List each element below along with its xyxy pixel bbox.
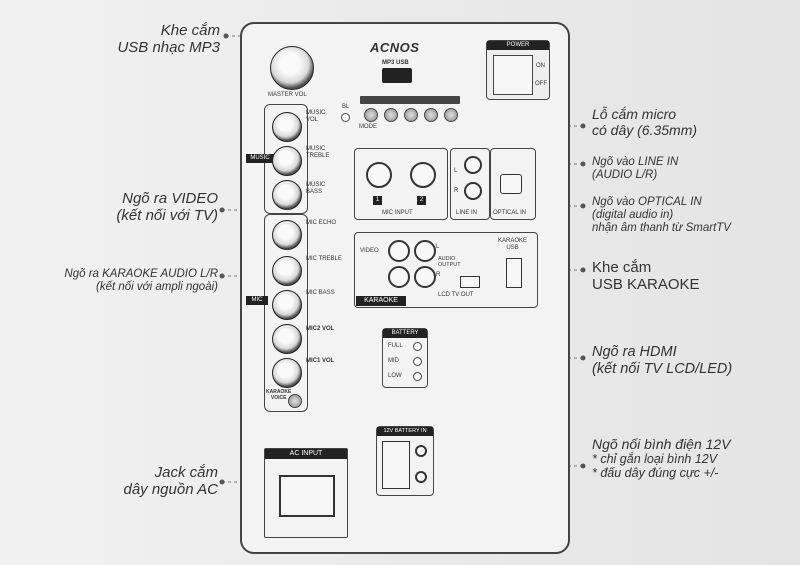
optical-in-box [490, 148, 536, 220]
master-vol-label: MASTER VOL [268, 92, 307, 98]
mic1-vol-label: MIC1 VOL [306, 358, 335, 364]
power-switch-box: POWER ON OFF [486, 40, 550, 100]
battery-low-label: LOW [388, 373, 402, 379]
battery-mid-led [413, 357, 422, 366]
mic-1-jack[interactable] [366, 162, 392, 188]
annotation-line-in: Ngõ vào LINE IN (AUDIO L/R) [592, 156, 679, 182]
music-treble-label: MUSIC TREBLE [306, 146, 330, 159]
annotation-karaoke-usb: Khe cắm USB KARAOKE [592, 259, 700, 294]
bl-led [341, 113, 350, 122]
annotation-hdmi-out: Ngõ ra HDMI (kết nối TV LCD/LED) [592, 344, 733, 377]
mic-2-label: 2 [417, 196, 426, 205]
line-in-r-label: R [454, 188, 459, 194]
ac-input-socket[interactable] [279, 475, 335, 517]
annotation-video-out: Ngõ ra VIDEO (kết nối với TV) [116, 190, 218, 225]
mic2-vol-knob[interactable] [272, 324, 302, 354]
audio-out-l-jack[interactable] [414, 240, 436, 262]
battery-low-led [413, 372, 422, 381]
line-in-l-label: L [454, 168, 458, 174]
mic-treble-label: MIC TREBLE [306, 256, 342, 262]
music-vol-label: MUSIC VOL [306, 110, 326, 123]
mp3-usb-slot[interactable] [382, 68, 412, 83]
music-bass-label: MUSIC BASS [306, 182, 326, 195]
line-in-r-jack[interactable] [464, 182, 482, 200]
mic-input-box [354, 148, 448, 220]
battery-12v-box: 12V BATTERY IN [376, 426, 434, 496]
line-in-box [450, 148, 490, 220]
mic-bass-knob[interactable] [272, 290, 302, 320]
power-off-label: OFF [535, 81, 547, 87]
video-out-jack[interactable] [388, 240, 410, 262]
mp3-usb-label: MP3 USB [382, 60, 409, 66]
audio-out-r-jack[interactable] [414, 266, 436, 288]
line-in-label: LINE IN [456, 210, 478, 216]
ac-input-label: AC INPUT [265, 449, 347, 459]
mic-input-label: MIC INPUT [382, 210, 413, 216]
mic-echo-label: MIC ECHO [306, 220, 336, 226]
power-switch[interactable] [493, 55, 533, 95]
mic-bass-label: MIC BASS [306, 290, 335, 296]
lcd-tv-out-label: LCD TV OUT [438, 292, 474, 298]
mic-2-jack[interactable] [410, 162, 436, 188]
annotation-usb-mp3: Khe cắm USB nhạc MP3 [117, 22, 220, 57]
mic1-vol-knob[interactable] [272, 358, 302, 388]
power-on-label: ON [536, 63, 545, 69]
audio-out-r-label: R [436, 272, 441, 278]
karaoke-voice-label: KARAOKE VOICE [266, 389, 292, 401]
hdmi-port[interactable] [460, 276, 480, 288]
music-vol-knob[interactable] [272, 112, 302, 142]
mode-icons-strip [360, 96, 460, 104]
mode-button[interactable] [364, 108, 378, 122]
ac-input-box: AC INPUT [264, 448, 348, 538]
master-vol-knob[interactable] [270, 46, 314, 90]
repeat-button[interactable] [444, 108, 458, 122]
play-pause-button[interactable] [404, 108, 418, 122]
line-in-l-jack[interactable] [464, 156, 482, 174]
video-label: VIDEO [360, 248, 379, 254]
mic-group-label: MIC [246, 296, 268, 305]
mic-echo-knob[interactable] [272, 220, 302, 250]
karaoke-label: KARAOKE [356, 296, 406, 306]
control-panel: MASTER VOL ACNOS MP3 USB POWER ON OFF BL… [240, 22, 570, 554]
audio-out-unused-jack[interactable] [388, 266, 410, 288]
mode-label: MODE [359, 124, 377, 130]
battery-minus-terminal[interactable] [415, 471, 427, 483]
music-treble-knob[interactable] [272, 146, 302, 176]
optical-in-port[interactable] [500, 174, 522, 194]
karaoke-output-box [354, 232, 538, 308]
battery-full-label: FULL [388, 343, 403, 349]
mic2-vol-label: MIC2 VOL [306, 326, 335, 332]
battery-mid-label: MID [388, 358, 399, 364]
battery-full-led [413, 342, 422, 351]
battery-12v-label: 12V BATTERY IN [377, 427, 433, 436]
annotation-battery-12v: Ngõ nối bình điện 12V * chỉ gắn loại bìn… [592, 436, 731, 481]
karaoke-usb-label: KARAOKE USB [498, 238, 528, 251]
audio-output-label: AUDIO OUTPUT [438, 256, 461, 269]
optical-in-label: OPTICAL IN [493, 210, 527, 216]
karaoke-voice-button[interactable] [288, 394, 302, 408]
bl-label: BL [342, 104, 350, 110]
mic-1-label: 1 [373, 196, 382, 205]
annotation-optical-in: Ngõ vào OPTICAL IN (digital audio in) nh… [592, 196, 731, 235]
battery-12v-terminal[interactable] [382, 441, 410, 489]
battery-indicator-box: BATTERY FULL MID LOW [382, 328, 428, 388]
audio-out-l-label: L [436, 244, 440, 250]
annotation-ac-jack: Jack cắm dây nguồn AC [123, 464, 218, 499]
music-bass-knob[interactable] [272, 180, 302, 210]
annotation-mic-in: Lỗ cắm micro có dây (6.35mm) [592, 106, 698, 139]
karaoke-usb-slot[interactable] [506, 258, 522, 288]
battery-label: BATTERY [383, 329, 427, 338]
prev-button[interactable] [384, 108, 398, 122]
mic-treble-knob[interactable] [272, 256, 302, 286]
brand-logo: ACNOS [370, 40, 420, 55]
next-button[interactable] [424, 108, 438, 122]
annotation-karaoke-audio: Ngõ ra KARAOKE AUDIO L/R (kết nối với am… [64, 268, 218, 294]
music-group-label: MUSIC [246, 154, 274, 163]
battery-plus-terminal[interactable] [415, 445, 427, 457]
power-label: POWER [487, 41, 549, 50]
mic-knob-group [264, 214, 308, 412]
